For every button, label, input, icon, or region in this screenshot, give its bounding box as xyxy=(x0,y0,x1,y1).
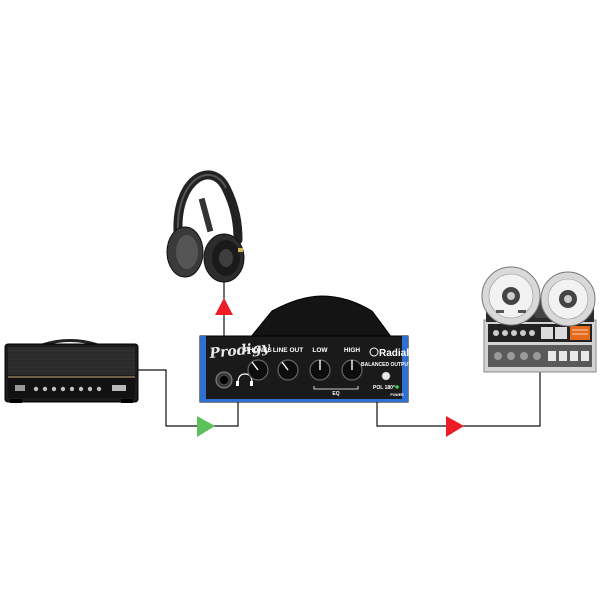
device-right-trim xyxy=(402,336,408,402)
guitar-amp-head-icon xyxy=(4,339,139,403)
eq-label: EQ xyxy=(332,391,339,397)
reel-to-reel-recorder-icon xyxy=(481,266,597,373)
knob-line-out[interactable] xyxy=(277,359,299,381)
device-top-handle xyxy=(248,295,393,339)
eq-bracket xyxy=(313,386,359,390)
knob-phones[interactable] xyxy=(247,359,269,381)
headphone-jack-icon xyxy=(237,373,253,384)
wire-amp-to-device xyxy=(138,369,239,427)
knob-low[interactable] xyxy=(309,359,331,381)
knob-label-high: HIGH xyxy=(344,347,361,354)
knob-label-line-out: LINE OUT xyxy=(273,347,303,354)
output-arrow-headphones xyxy=(215,298,233,315)
balanced-output-label: BALANCED OUTPUT xyxy=(361,362,411,368)
device-brand-script: Prodigy xyxy=(208,340,271,362)
knob-label-low: LOW xyxy=(312,347,328,354)
input-arrow xyxy=(197,416,215,437)
polarity-switch[interactable] xyxy=(381,371,391,381)
device-left-trim xyxy=(200,336,206,402)
output-arrow-tape xyxy=(446,416,464,437)
device-body xyxy=(199,335,409,403)
headphones-icon xyxy=(166,170,245,283)
knob-label-phones: PHONES xyxy=(244,347,272,354)
power-label: POWER xyxy=(390,393,404,397)
polarity-label: POL 180° xyxy=(373,385,395,391)
knob-high[interactable] xyxy=(341,359,363,381)
radial-logo: Radial xyxy=(379,348,409,359)
radial-logo-icon xyxy=(369,347,379,357)
power-led xyxy=(395,385,399,389)
prodigy-device: Prodigy PHONES LINE OUT LOW HIGH EQ xyxy=(199,295,411,403)
